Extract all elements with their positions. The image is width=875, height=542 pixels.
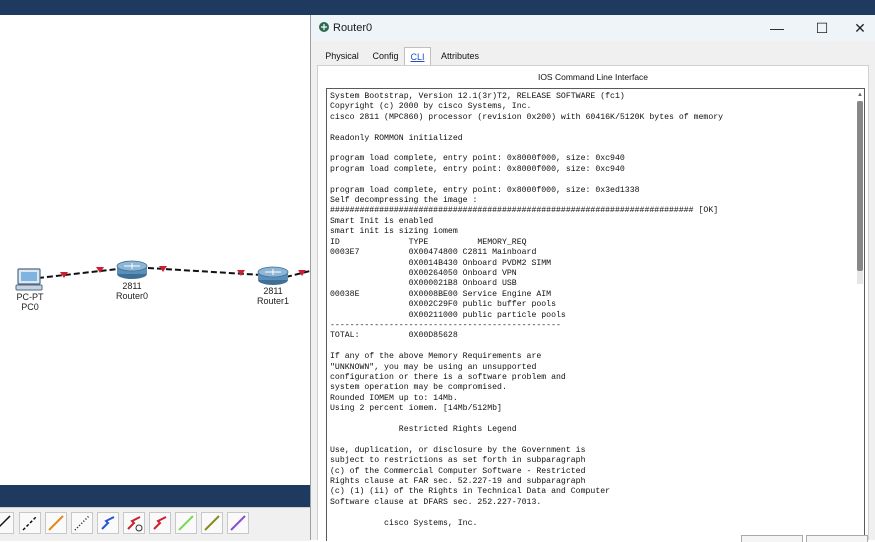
scrollbar-thumb[interactable] <box>857 101 863 271</box>
bottom-toolbar <box>0 485 310 507</box>
link-endpoint-marker <box>60 272 68 278</box>
paste-button[interactable] <box>806 535 868 542</box>
link-endpoint-marker <box>237 270 245 276</box>
logical-workspace[interactable]: PC-PT PC0 2811 Router0 2811 Router1 <box>0 15 310 485</box>
automatic-connection-icon[interactable] <box>0 512 14 534</box>
panel-title: IOS Command Line Interface <box>537 72 649 82</box>
console-scrollbar[interactable] <box>857 101 863 284</box>
top-toolbar <box>0 0 875 15</box>
console-output: System Bootstrap, Version 12.1(3r)T2, RE… <box>330 92 724 528</box>
crossover-cable-icon[interactable] <box>71 512 93 534</box>
cli-panel: IOS Command Line Interface System Bootst… <box>317 65 869 541</box>
link-router0-router1[interactable] <box>147 266 263 276</box>
phone-cable-icon[interactable] <box>123 512 145 534</box>
connections-palette <box>0 507 310 541</box>
device-label-router1: 2811 Router1 <box>251 286 295 306</box>
octal-cable-icon[interactable] <box>227 512 249 534</box>
minimize-button[interactable]: — <box>770 20 784 36</box>
tab-config[interactable]: Config <box>372 51 399 61</box>
straight-through-cable-icon[interactable] <box>45 512 67 534</box>
window-titlebar[interactable]: Router0 — ☐ ✕ <box>311 15 875 41</box>
tab-cli[interactable]: CLI <box>404 47 431 65</box>
copy-button[interactable] <box>741 535 803 542</box>
window-title: Router0 <box>333 22 373 34</box>
coaxial-cable-icon[interactable] <box>149 512 171 534</box>
tab-physical[interactable]: Physical <box>325 51 359 61</box>
cli-console[interactable]: System Bootstrap, Version 12.1(3r)T2, RE… <box>326 88 865 541</box>
device-model: 2811 <box>263 286 283 296</box>
tab-attributes[interactable]: Attributes <box>440 51 480 61</box>
device-name: Router0 <box>115 291 149 301</box>
scroll-up-icon[interactable]: ▲ <box>857 92 863 98</box>
router0-window: Router0 — ☐ ✕ Physical Config CLI Attrib… <box>310 15 875 542</box>
maximize-button[interactable]: ☐ <box>815 20 829 36</box>
device-name: Router1 <box>256 296 290 306</box>
topology-canvas <box>15 260 310 291</box>
packet-tracer-icon <box>319 22 329 32</box>
link-endpoint-marker <box>298 270 306 276</box>
console-cable-icon[interactable] <box>19 512 41 534</box>
serial-dce-icon[interactable] <box>175 512 197 534</box>
link-router1-offscreen[interactable] <box>285 270 310 278</box>
link-endpoint-marker <box>159 266 167 272</box>
device-label-pc0: PC-PT PC0 <box>8 292 52 312</box>
device-model: 2811 <box>122 281 142 291</box>
link-endpoint-marker <box>96 267 104 273</box>
link-pc0-router0[interactable] <box>37 267 119 279</box>
close-button[interactable]: ✕ <box>854 20 866 36</box>
serial-dte-icon[interactable] <box>201 512 223 534</box>
router-icon[interactable] <box>257 266 289 285</box>
router-icon[interactable] <box>116 260 148 279</box>
fiber-cable-icon[interactable] <box>97 512 119 534</box>
device-name: PC0 <box>21 302 39 312</box>
device-label-router0: 2811 Router0 <box>110 281 154 301</box>
device-model: PC-PT <box>16 292 44 302</box>
pc-icon[interactable] <box>15 268 43 291</box>
